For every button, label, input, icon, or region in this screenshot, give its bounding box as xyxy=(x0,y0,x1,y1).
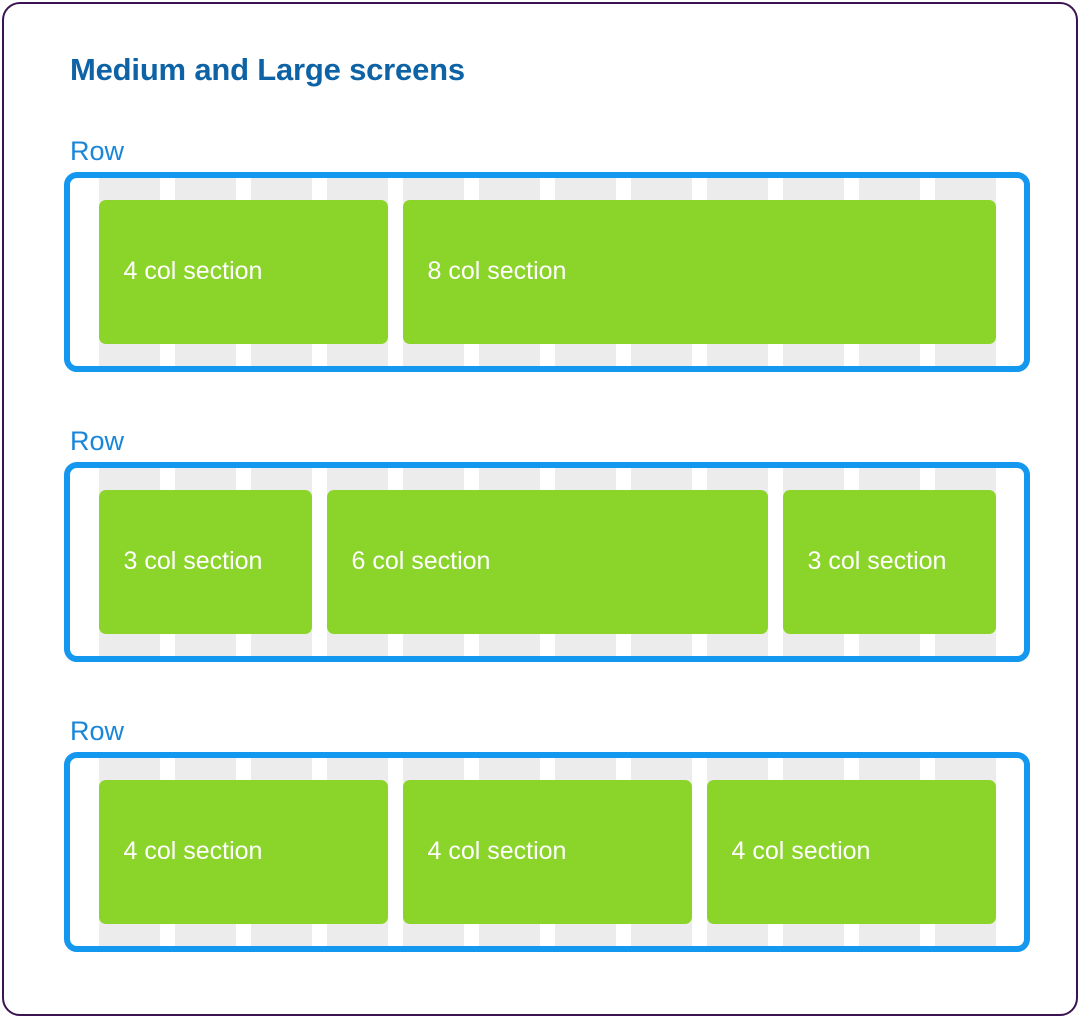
section[interactable]: 3 col section xyxy=(775,468,1003,656)
section-fill[interactable]: 3 col section xyxy=(98,490,312,634)
section[interactable]: 3 col section xyxy=(91,468,319,656)
row-outline: 3 col section 6 col section 3 col section xyxy=(64,462,1030,662)
section-fill[interactable]: 4 col section xyxy=(706,780,996,924)
section-fill[interactable]: 4 col section xyxy=(98,780,388,924)
section-label: 4 col section xyxy=(427,837,567,866)
section-label: 6 col section xyxy=(351,547,491,576)
section[interactable]: 4 col section xyxy=(91,758,395,946)
sections-container: 3 col section 6 col section 3 col section xyxy=(91,468,1003,656)
section-label: 8 col section xyxy=(427,257,567,286)
section-fill[interactable]: 4 col section xyxy=(98,200,388,344)
section-label: 3 col section xyxy=(123,547,263,576)
row-outline: 4 col section 8 col section xyxy=(64,172,1030,372)
section-fill[interactable]: 3 col section xyxy=(782,490,996,634)
section-fill[interactable]: 8 col section xyxy=(402,200,996,344)
section-label: 4 col section xyxy=(731,837,871,866)
section-label: 4 col section xyxy=(123,257,263,286)
section[interactable]: 4 col section xyxy=(395,758,699,946)
section[interactable]: 4 col section xyxy=(699,758,1003,946)
section-label: 3 col section xyxy=(807,547,947,576)
row-label: Row xyxy=(70,716,125,746)
row-label: Row xyxy=(70,426,125,456)
sections-container: 4 col section 8 col section xyxy=(91,178,1003,366)
section[interactable]: 8 col section xyxy=(395,178,1003,366)
section[interactable]: 6 col section xyxy=(319,468,775,656)
section-fill[interactable]: 6 col section xyxy=(326,490,768,634)
section-label: 4 col section xyxy=(123,837,263,866)
sections-container: 4 col section 4 col section 4 col section xyxy=(91,758,1003,946)
row-outline: 4 col section 4 col section 4 col section xyxy=(64,752,1030,952)
section[interactable]: 4 col section xyxy=(91,178,395,366)
page-title: Medium and Large screens xyxy=(70,52,465,87)
section-fill[interactable]: 4 col section xyxy=(402,780,692,924)
row-label: Row xyxy=(70,136,125,166)
